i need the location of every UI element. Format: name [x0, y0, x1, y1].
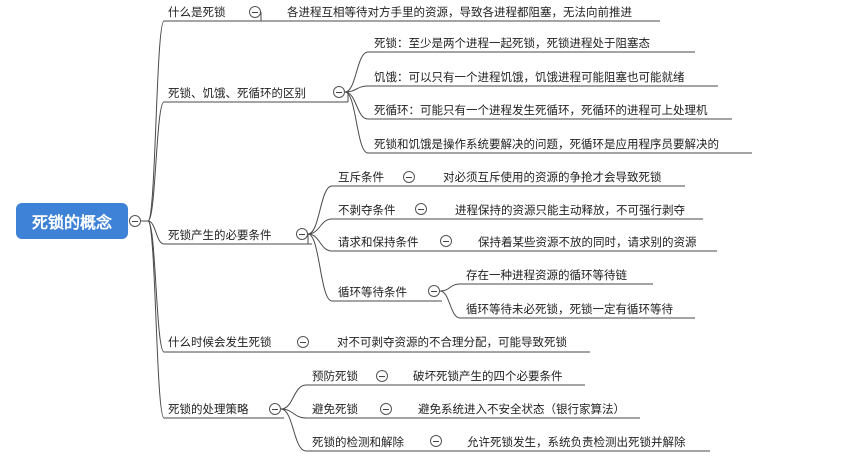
- leaf-responsibility[interactable]: 死锁和饥饿是操作系统要解决的问题，死循环是应用程序员要解决的: [374, 137, 719, 151]
- root-collapse-icon[interactable]: [129, 215, 141, 227]
- leaf-starvation[interactable]: 饥饿：可以只有一个进程饥饿，饥饿进程可能阻塞也可能就绪: [374, 70, 685, 84]
- root-node[interactable]: 死锁的概念: [16, 203, 128, 239]
- condition-hold-and-wait[interactable]: 请求和保持条件: [338, 235, 419, 249]
- strategy-avoidance-collapse-icon[interactable]: [380, 403, 392, 415]
- leaf-prevention[interactable]: 破坏死锁产生的四个必要条件: [413, 369, 563, 383]
- branch-what-is-deadlock[interactable]: 什么是死锁: [168, 5, 226, 19]
- strategy-avoidance[interactable]: 避免死锁: [312, 402, 358, 416]
- strategy-prevention-collapse-icon[interactable]: [376, 370, 388, 382]
- branch-necessary-conditions[interactable]: 死锁产生的必要条件: [168, 228, 272, 242]
- strategy-detection-recovery[interactable]: 死锁的检测和解除: [312, 435, 404, 449]
- branch-handling-strategies-collapse-icon[interactable]: [269, 403, 281, 415]
- leaf-no-preemption[interactable]: 进程保持的资源只能主动释放，不可强行剥夺: [455, 203, 685, 217]
- leaf-when-deadlock[interactable]: 对不可剥夺资源的不合理分配，可能导致死锁: [337, 335, 567, 349]
- leaf-mutual-exclusion[interactable]: 对必须互斥使用的资源的争抢才会导致死锁: [443, 170, 662, 184]
- branch-difference-collapse-icon[interactable]: [333, 86, 345, 98]
- strategy-detection-recovery-collapse-icon[interactable]: [430, 435, 442, 447]
- leaf-deadlock[interactable]: 死锁：至少是两个进程一起死锁，死锁进程处于阻塞态: [374, 36, 650, 50]
- condition-no-preemption-collapse-icon[interactable]: [415, 203, 427, 215]
- branch-when-deadlock-collapse-icon[interactable]: [297, 336, 309, 348]
- condition-circular-wait[interactable]: 循环等待条件: [338, 285, 407, 299]
- leaf-definition[interactable]: 各进程互相等待对方手里的资源，导致各进程都阻塞，无法向前推进: [287, 5, 632, 19]
- branch-when-deadlock[interactable]: 什么时候会发生死锁: [168, 335, 272, 349]
- leaf-infinite-loop[interactable]: 死循环：可能只有一个进程发生死循环，死循环的进程可上处理机: [374, 103, 708, 117]
- leaf-avoidance[interactable]: 避免系统进入不安全状态（银行家算法）: [418, 402, 625, 416]
- leaf-circular-chain[interactable]: 存在一种进程资源的循环等待链: [466, 268, 627, 282]
- branch-what-is-deadlock-collapse-icon[interactable]: [249, 6, 261, 18]
- condition-mutual-exclusion[interactable]: 互斥条件: [338, 170, 384, 184]
- leaf-detection-recovery[interactable]: 允许死锁发生，系统负责检测出死锁并解除: [467, 435, 686, 449]
- leaf-circular-note[interactable]: 循环等待未必死锁，死锁一定有循环等待: [466, 302, 673, 316]
- branch-necessary-conditions-collapse-icon[interactable]: [296, 228, 308, 240]
- branch-handling-strategies[interactable]: 死锁的处理策略: [168, 402, 249, 416]
- branch-difference[interactable]: 死锁、饥饿、死循环的区别: [168, 86, 306, 100]
- condition-mutual-exclusion-collapse-icon[interactable]: [403, 171, 415, 183]
- strategy-prevention[interactable]: 预防死锁: [312, 369, 358, 383]
- condition-hold-and-wait-collapse-icon[interactable]: [440, 235, 452, 247]
- condition-no-preemption[interactable]: 不剥夺条件: [338, 203, 396, 217]
- condition-circular-wait-collapse-icon[interactable]: [428, 285, 440, 297]
- leaf-hold-and-wait[interactable]: 保持着某些资源不放的同时，请求别的资源: [478, 235, 697, 249]
